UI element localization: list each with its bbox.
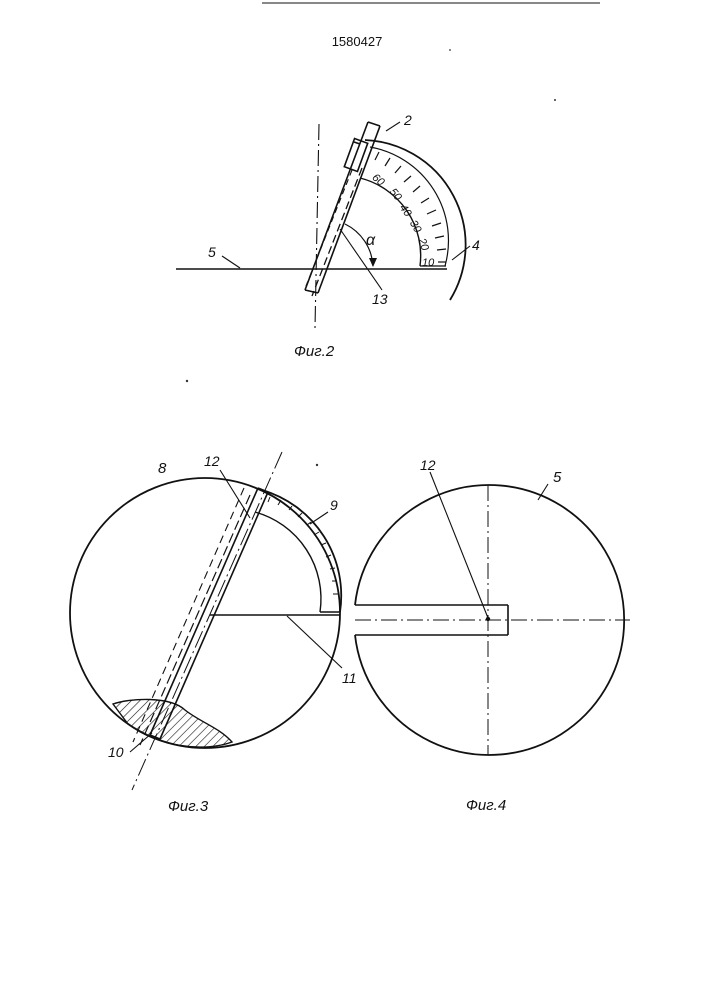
fig4-center-point	[486, 617, 490, 621]
fig2-leader-5	[222, 256, 240, 268]
fig2-callout-5: 5	[208, 244, 216, 260]
figure-3: 8 12 9 11 10 Фиг.3	[70, 452, 357, 815]
fig2-callout-2: 2	[403, 112, 412, 128]
fig2-dashed-guide	[312, 168, 362, 296]
fig3-leader-9	[310, 512, 328, 524]
fig3-callout-10: 10	[108, 744, 124, 760]
fig3-callout-12: 12	[204, 453, 220, 469]
fig2-angle-alpha: α	[366, 232, 376, 249]
fig2-scale-labels: 60 50 40 30 20 10	[370, 172, 436, 269]
patent-number: 1580427	[332, 34, 383, 49]
fig2-angle-arrow	[369, 258, 377, 267]
fig3-callout-11: 11	[342, 670, 357, 686]
scan-specks	[186, 49, 556, 466]
fig2-scale-label: 10	[422, 257, 435, 269]
fig3-leader-10	[130, 733, 152, 752]
fig2-vertical-axis	[315, 124, 319, 328]
fig3-circle	[70, 478, 340, 748]
fig2-caption: Фиг.2	[294, 343, 335, 360]
fig3-leader-11	[287, 616, 342, 668]
fig2-callout-13: 13	[372, 291, 388, 307]
fig3-dashed-guide	[140, 495, 250, 745]
fig3-callout-8: 8	[158, 460, 167, 477]
figure-4: 12 5 Фиг.4	[355, 457, 630, 814]
fig3-hatched-section	[113, 699, 232, 747]
fig2-scale-label: 60	[370, 172, 388, 190]
fig3-callout-9: 9	[330, 497, 338, 513]
figure-2: 2 4 5 13 α 60 50 40 30 20 10 Фиг.2	[176, 112, 480, 360]
fig2-scale-label: 30	[407, 218, 424, 235]
fig2-scale-label: 50	[387, 186, 405, 204]
fig2-scale-label: 20	[415, 236, 431, 253]
fig2-callout-4: 4	[472, 237, 480, 253]
fig4-leader-12	[430, 472, 488, 618]
fig3-caption: Фиг.3	[168, 798, 209, 815]
fig3-leader-12	[220, 470, 250, 518]
fig4-caption: Фиг.4	[466, 797, 506, 814]
fig2-leader-4	[452, 246, 470, 260]
fig4-callout-12: 12	[420, 457, 436, 473]
fig2-leader-2	[386, 122, 400, 131]
fig3-inner-arc	[255, 512, 321, 612]
fig4-callout-5: 5	[553, 469, 562, 486]
